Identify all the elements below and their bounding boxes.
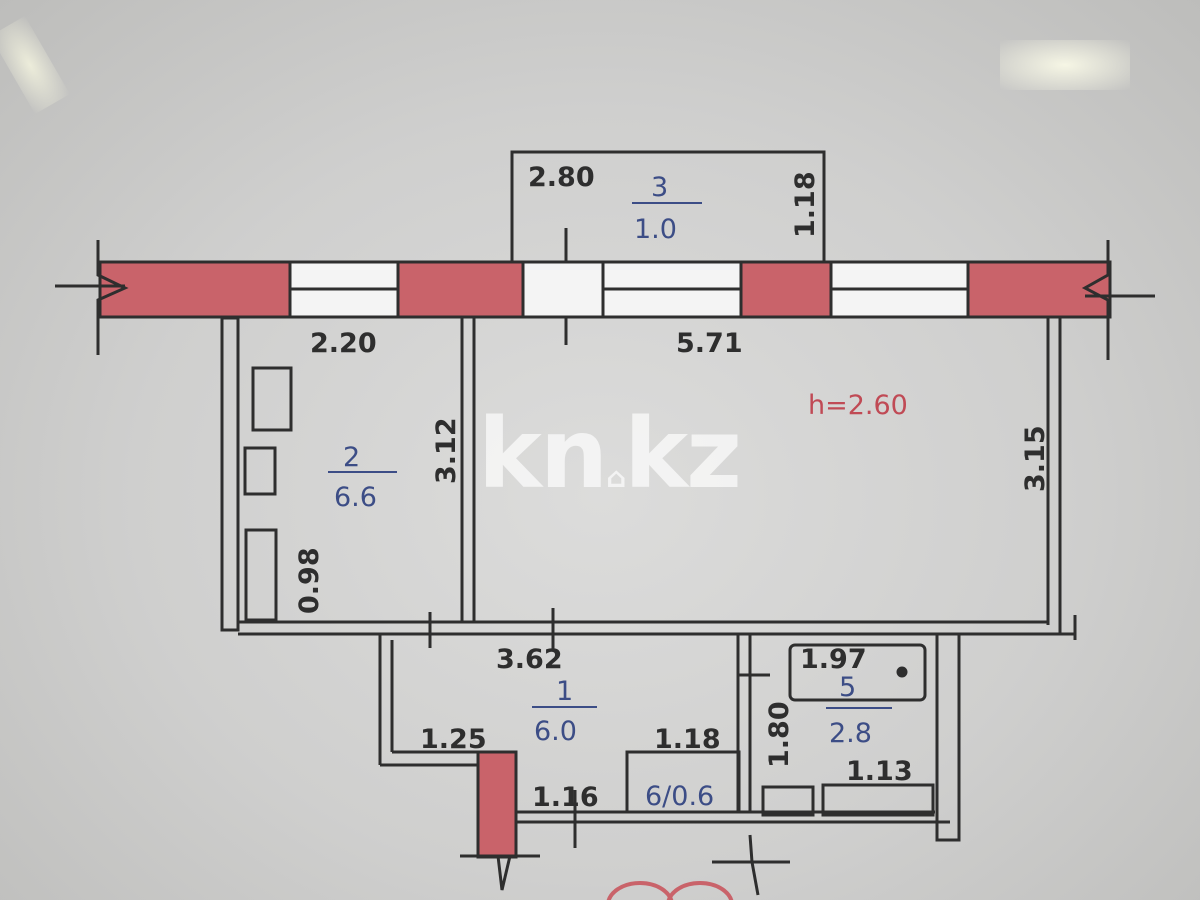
- room-1-number: 1: [556, 676, 573, 707]
- dim-hall-left: 1.25: [420, 724, 487, 755]
- wall-segment: [739, 260, 833, 319]
- balcony-door: [521, 260, 605, 319]
- room-1-area: 6.0: [534, 716, 577, 747]
- photo-glare: [1000, 40, 1130, 90]
- dim-bath-depth: 1.80: [764, 701, 795, 768]
- dim-kitchen-width: 2.20: [310, 328, 377, 359]
- dim-hall-bottom: 1.16: [532, 782, 599, 813]
- room-3-area: 1.0: [634, 214, 677, 245]
- towel-rail-icon: [821, 783, 935, 817]
- radiator-icon: [244, 528, 278, 622]
- wall-segment: [98, 260, 292, 319]
- room-5-number: 5: [839, 672, 856, 703]
- room-2-area: 6.6: [334, 482, 377, 513]
- room-2-number: 2: [343, 442, 360, 473]
- watermark-logo: kn⌂kz: [478, 398, 742, 510]
- dim-balcony-width: 2.80: [528, 162, 595, 193]
- watermark-text-left: kn: [478, 398, 608, 510]
- dim-kitchen-small: 0.98: [294, 547, 325, 614]
- dim-kitchen-depth: 3.12: [431, 417, 462, 484]
- wall-segment: [396, 260, 525, 319]
- dim-bath-width: 1.97: [800, 644, 867, 675]
- room-3-number: 3: [651, 172, 668, 203]
- dim-closet-width: 1.18: [654, 724, 721, 755]
- sink-icon: [243, 446, 277, 496]
- ceiling-height: h=2.60: [808, 390, 908, 421]
- dim-balcony-depth: 1.18: [790, 171, 821, 238]
- bathtub-icon: [788, 643, 927, 702]
- watermark-text-right: kz: [624, 398, 742, 510]
- toilet-icon: [761, 785, 815, 817]
- dim-living-width: 5.71: [676, 328, 743, 359]
- dim-living-depth: 3.15: [1020, 425, 1051, 492]
- room-5-area: 2.8: [829, 718, 872, 749]
- wall-segment: [476, 750, 518, 859]
- radiator-icon: [935, 632, 961, 842]
- stove-icon: [251, 366, 293, 432]
- dim-bath-small: 1.13: [846, 756, 913, 787]
- room-6-label: 6/0.6: [645, 781, 714, 812]
- house-icon: ⌂: [606, 461, 626, 494]
- dim-hall-width: 3.62: [496, 644, 563, 675]
